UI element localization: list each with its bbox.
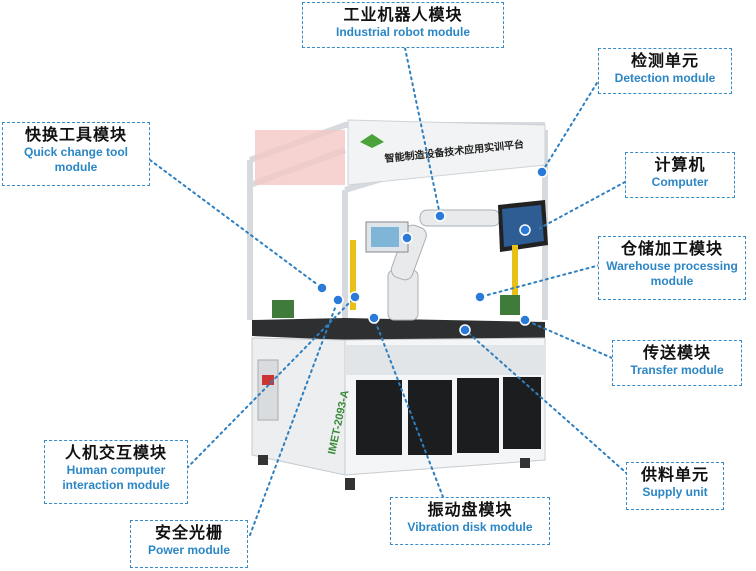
back-panel [255, 130, 345, 185]
label-quick-change-en: Quick change tool module [23, 145, 128, 174]
label-transfer-zh: 传送模块 [642, 345, 711, 362]
label-industrial-robot-en: Industrial robot module [336, 25, 470, 39]
label-hmi-en: Human computer interaction module [62, 463, 170, 492]
label-vibration: 振动盘模块 Vibration disk module [390, 497, 550, 545]
label-detection-en: Detection module [614, 71, 716, 85]
marker-dots [316, 166, 548, 336]
label-computer-en: Computer [651, 175, 709, 189]
leader-lines [149, 47, 633, 536]
top-banner [347, 119, 546, 186]
work-table [252, 318, 545, 340]
label-industrial-robot: 工业机器人模块 Industrial robot module [302, 2, 504, 48]
wheels [258, 455, 530, 490]
label-computer: 计算机 Computer [625, 152, 735, 198]
label-detection: 检测单元 Detection module [598, 48, 732, 94]
label-vibration-en: Vibration disk module [407, 520, 533, 534]
label-quick-change: 快换工具模块 Quick change tool module [2, 122, 150, 186]
light-curtain-right [512, 245, 518, 315]
label-hmi: 人机交互模块 Human computer interaction module [44, 440, 188, 504]
cabinet-doors [356, 377, 541, 455]
label-supply-zh: 供料单元 [640, 467, 709, 484]
label-warehouse-en: Warehouse processing module [606, 259, 738, 288]
label-supply: 供料单元 Supply unit [626, 462, 724, 510]
label-hmi-zh: 人机交互模块 [64, 445, 167, 462]
label-supply-en: Supply unit [642, 485, 708, 499]
label-safety: 安全光栅 Power module [130, 520, 248, 568]
label-transfer: 传送模块 Transfer module [612, 340, 742, 386]
label-quick-change-zh: 快换工具模块 [24, 127, 127, 144]
banner-logo [360, 134, 384, 148]
label-warehouse-zh: 仓储加工模块 [620, 241, 723, 258]
label-industrial-robot-zh: 工业机器人模块 [343, 7, 463, 24]
label-detection-zh: 检测单元 [630, 53, 699, 70]
label-safety-zh: 安全光栅 [154, 525, 223, 542]
label-warehouse: 仓储加工模块 Warehouse processing module [598, 236, 746, 300]
label-transfer-en: Transfer module [630, 363, 724, 377]
label-computer-zh: 计算机 [654, 157, 706, 174]
light-curtain-left [350, 240, 356, 310]
label-safety-en: Power module [147, 543, 230, 557]
label-vibration-zh: 振动盘模块 [427, 502, 513, 519]
